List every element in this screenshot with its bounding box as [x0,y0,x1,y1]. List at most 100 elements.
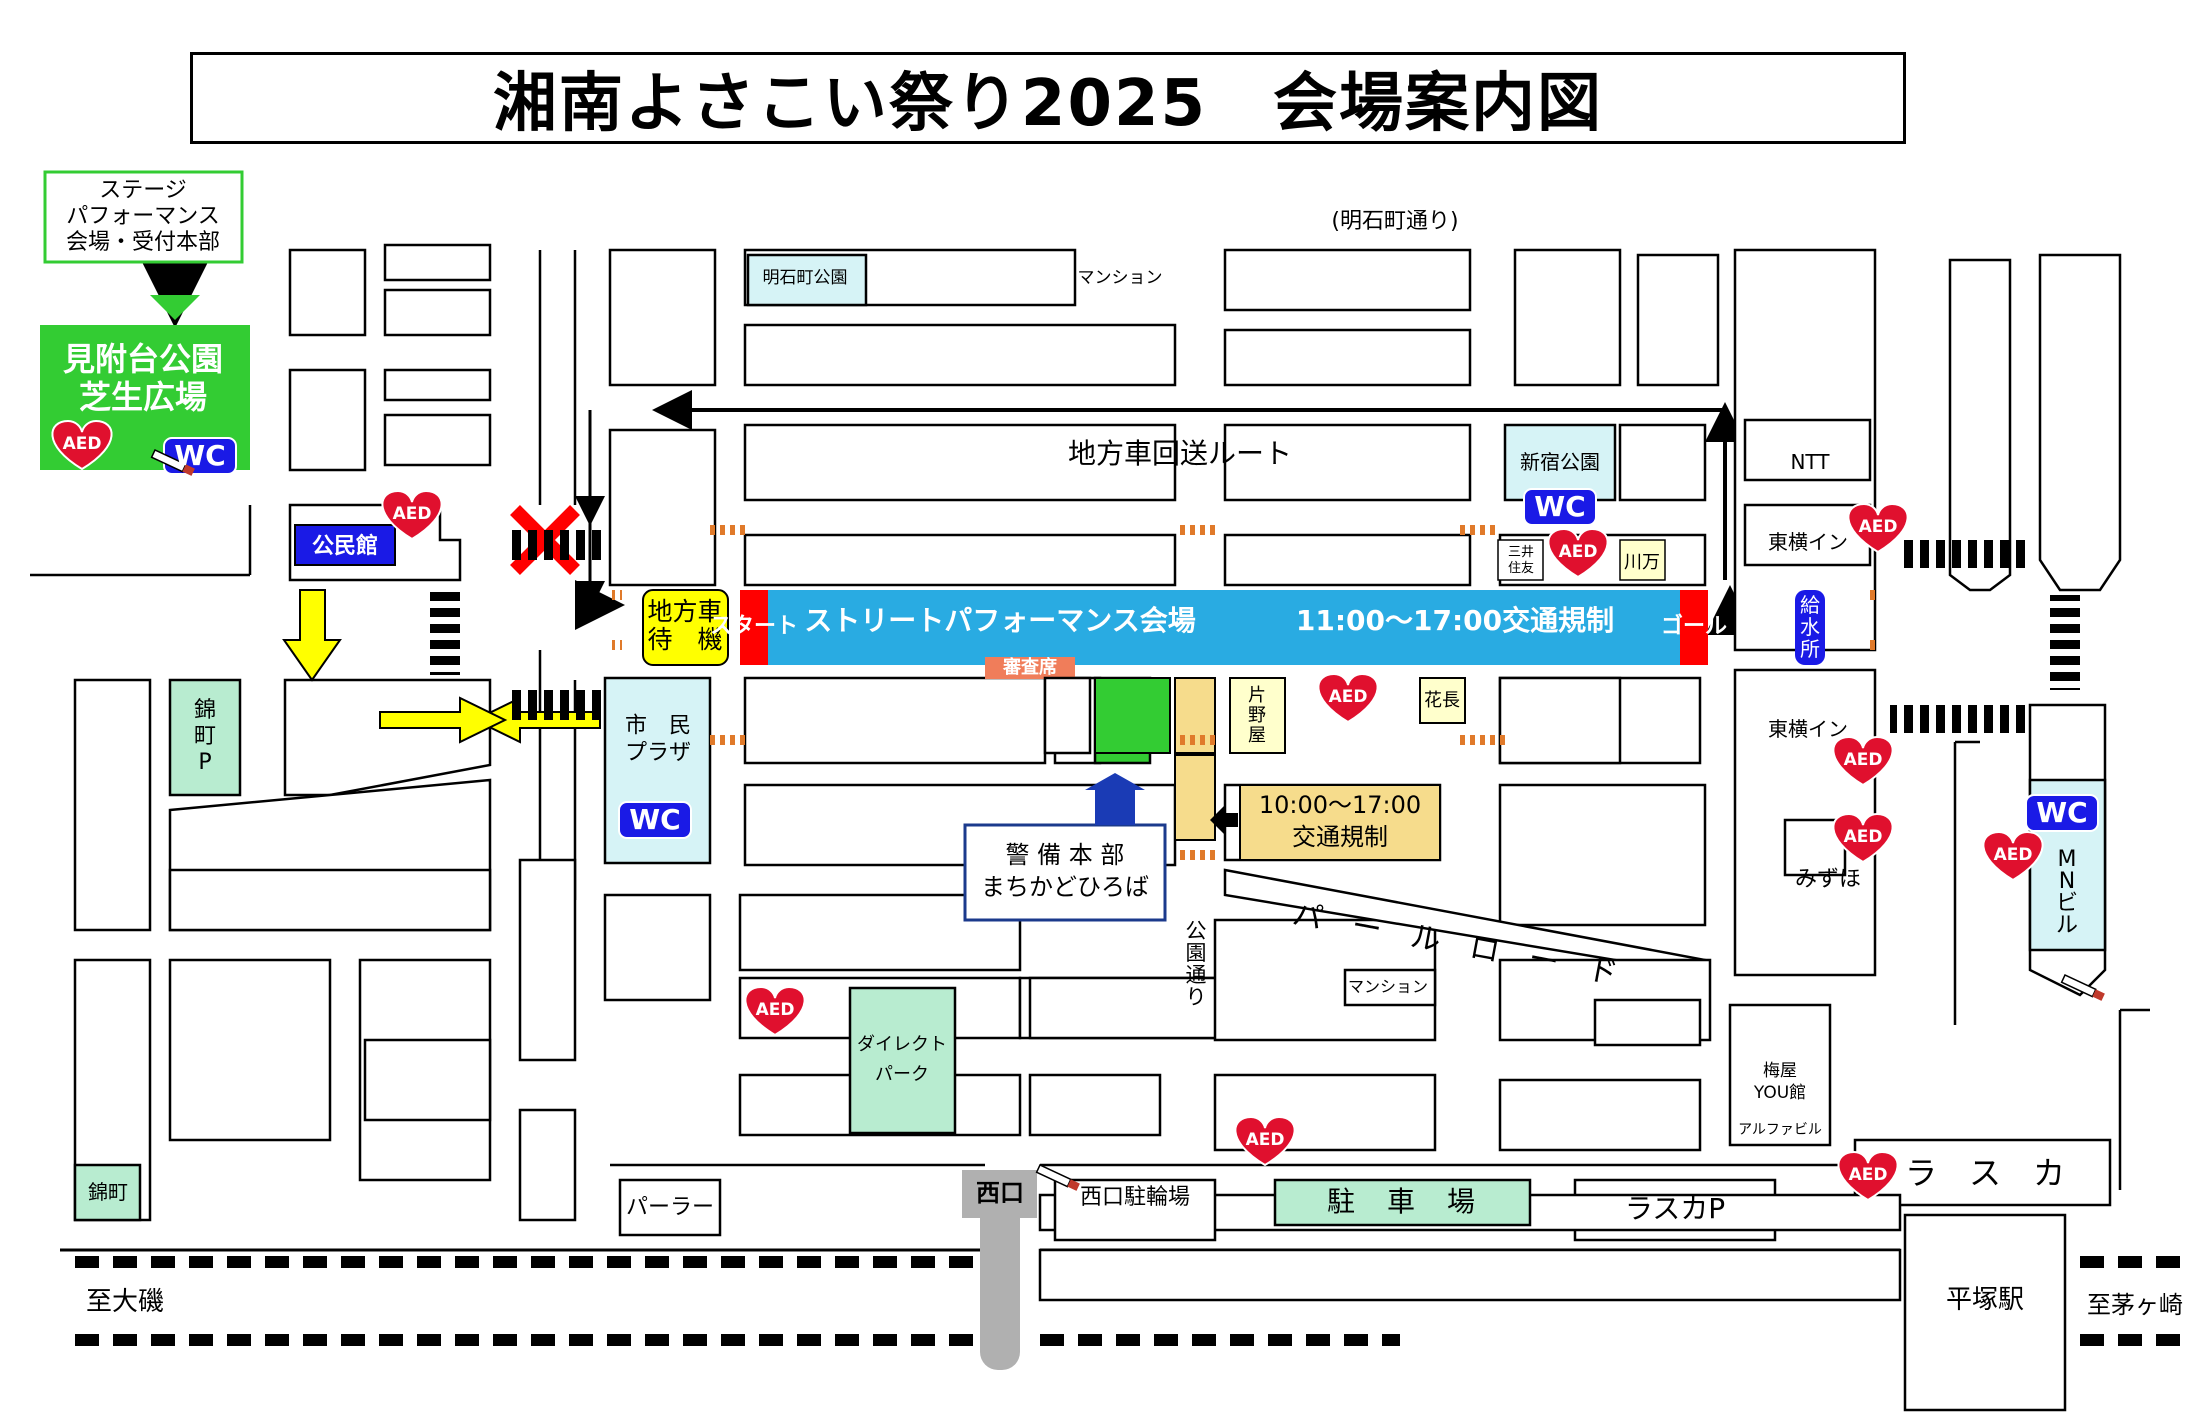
block [1213,918,1437,1042]
aed-icon: AED [381,489,443,541]
wc-label: WC [174,439,225,472]
block [1498,676,1622,765]
block [383,368,492,402]
goal-marker [1680,590,1708,665]
block [1223,328,1472,387]
barrier [1865,640,1875,650]
block [1343,968,1437,1007]
block [1043,676,1092,755]
wc-icon [2025,794,2099,832]
block [383,243,492,282]
block [288,368,367,472]
label-route: 地方車回送ルート [1068,437,1292,470]
label-park: 見附台公園芝生広場 [63,340,223,416]
block [1498,1078,1702,1152]
label-traffic_time: 11:00～17:00交通規制 [1296,604,1614,637]
crosswalk [430,585,460,675]
block [2038,253,2122,592]
yellow-arrow-down [282,589,342,682]
label-mansion: マンション [1078,268,1163,288]
aed-label: AED [1246,1130,1285,1150]
stage-note-box [43,170,244,264]
label-shinjuku_park: 新宿公園 [1520,450,1600,474]
aed-heart-icon [1832,735,1894,787]
block [743,676,1047,765]
aed-heart-icon [1832,812,1894,864]
label-station: 平塚駅 [1946,1285,2024,1315]
block [168,958,332,1142]
parlor-block [618,1178,722,1237]
akashi-park-block [746,253,868,307]
crosswalk [2050,595,2080,690]
wc-icon [618,801,692,839]
block [518,858,577,1062]
aed-icon: AED [1317,672,1379,724]
label-akashi_park: 明石町公園 [763,268,848,288]
barrier [1180,525,1220,535]
aed-heart-icon [1982,830,2044,882]
green-arrow-head [150,295,200,320]
aed-heart-icon [744,985,806,1037]
label-mansion-2: マンション [1348,977,1428,996]
aed-label: AED [393,504,432,524]
hanacho-box [1419,677,1466,724]
block [383,288,492,337]
aed-label: AED [1844,827,1883,847]
yellow-arrow-right [379,696,508,744]
label-alfabil: アルファビル [1738,1122,1822,1138]
wc-label: WC [2036,796,2087,829]
label-to_oiso: 至大磯 [86,1287,164,1317]
label-mitsui: 三井住友 [1508,545,1534,576]
smoking-icon [150,449,195,476]
black-arrow-left [1210,805,1238,835]
block [168,868,492,932]
aed-heart-icon [1317,672,1379,724]
block [743,323,1177,387]
label-koumin: 公民館 [312,533,378,559]
block [743,533,1177,587]
block [1618,423,1707,502]
aed-label: AED [1844,750,1883,770]
label-nishiguchi: 西口 [976,1179,1024,1207]
label-koen_dori: 公園通り [1186,919,1207,1009]
barrier [1180,850,1220,860]
tan-box [1174,754,1216,841]
wc-label: WC [629,803,680,836]
label-lasca_p: ラスカP [1625,1192,1725,1225]
block [73,678,152,932]
aed-icon: AED [1547,527,1609,579]
barrier [705,735,745,745]
katanoya-box [1229,677,1286,754]
start-label: スタート [710,614,798,639]
block [518,1108,577,1222]
block [743,423,1177,502]
block [1223,423,1472,502]
nishiguchi-box [962,1170,1037,1218]
barrier [1460,735,1505,745]
shinsa-box [985,657,1075,679]
kawaman-box [1619,539,1666,581]
traffic-box [1239,784,1441,861]
block [288,248,367,337]
label-nishikicho: 錦町 [88,1180,128,1204]
label-to_chigasaki: 至茅ヶ崎 [2087,1291,2183,1319]
aed-label: AED [756,1000,795,1020]
aed-icon: AED [744,985,806,1037]
block [1028,1073,1162,1137]
aed-icon: AED [1837,1150,1899,1202]
goal-label: ゴール [1661,613,1727,639]
block [383,413,492,467]
venue-street [740,590,1695,665]
label-akashi_dori: (明石町通り) [1331,209,1458,234]
label-direct_park: ダイレクトパーク [857,1034,947,1085]
label-venue: ストリートパフォーマンス会場 [804,604,1195,637]
jikata-wait-box [642,589,729,666]
label-lasca: ラ ス カ [1905,1154,2065,1192]
block [1513,248,1622,387]
label-bike_parking: 西口駐輪場 [1080,1185,1190,1210]
aed-heart-icon [1234,1115,1296,1167]
nishiguchi-path [980,1170,1020,1370]
